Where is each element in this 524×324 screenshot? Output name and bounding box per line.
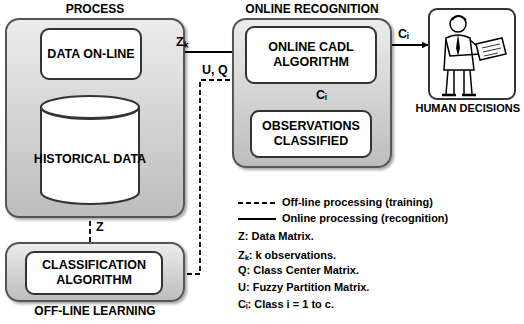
legend-line <box>238 218 276 220</box>
note-text: Z: Data Matrix. <box>238 230 314 242</box>
algorithm-box: CLASSIFICATION ALGORITHM <box>25 251 163 295</box>
panel-heading: OFF-LINE LEARNING <box>0 304 203 318</box>
edge-label: U, Q <box>202 63 228 77</box>
cylinder-outline <box>33 95 147 205</box>
note-text: Q: Class Center Matrix. <box>238 264 359 276</box>
box-label: ONLINE CADL ALGORITHM <box>247 40 375 70</box>
legend-line <box>238 202 276 204</box>
picture-frame <box>429 9 515 99</box>
document-sheet <box>476 38 506 60</box>
edge-label: Cᵢ <box>316 88 327 102</box>
output-box: OBSERVATIONS CLASSIFIED <box>250 110 372 158</box>
box-label: HISTORICAL DATA <box>34 152 146 167</box>
cylinder-top <box>41 96 139 118</box>
human-picture-box: HUMAN DECISIONS <box>428 8 516 100</box>
person-shoes <box>442 94 476 97</box>
solid-line-sample <box>238 214 278 224</box>
edge-label: Cᵢ <box>398 27 409 41</box>
panel-heading: ONLINE RECOGNITION <box>214 2 410 16</box>
database-cylinder: HISTORICAL DATA <box>33 95 147 205</box>
edge-label: Z <box>96 220 104 234</box>
note-text: Cᵢ: Class i = 1 to c. <box>238 298 334 310</box>
person-hair <box>452 16 466 20</box>
process-panel: PROCESSDATA ON-LINEHISTORICAL DATA <box>5 18 185 218</box>
learning-panel: OFF-LINE LEARNINGCLASSIFICATION ALGORITH… <box>5 242 185 302</box>
edge-label: Zₖ <box>176 33 188 50</box>
person-tie <box>456 34 460 56</box>
box-label: DATA ON-LINE <box>47 47 134 62</box>
picture-caption: HUMAN DECISIONS <box>415 102 520 114</box>
person-illustration <box>428 8 516 100</box>
person-legs <box>446 70 472 94</box>
person-head <box>450 16 466 32</box>
legend-text: Online processing (recognition) <box>282 212 448 224</box>
dashed-line-sample <box>238 198 278 208</box>
box-label: OBSERVATIONS CLASSIFIED <box>252 119 370 149</box>
document-lines <box>482 44 501 56</box>
person-arm <box>446 40 480 56</box>
panel-heading: PROCESS <box>0 2 203 16</box>
note-text: U: Fuzzy Partition Matrix. <box>238 281 369 293</box>
note-text: Zₖ: k observations. <box>238 247 336 262</box>
data-box: DATA ON-LINE <box>40 28 141 80</box>
box-label: CLASSIFICATION ALGORITHM <box>27 258 161 288</box>
legend-text: Off-line processing (training) <box>282 196 433 208</box>
recognition-panel: ONLINE RECOGNITIONONLINE CADL ALGORITHMO… <box>232 18 392 168</box>
algorithm-box: ONLINE CADL ALGORITHM <box>245 26 377 84</box>
